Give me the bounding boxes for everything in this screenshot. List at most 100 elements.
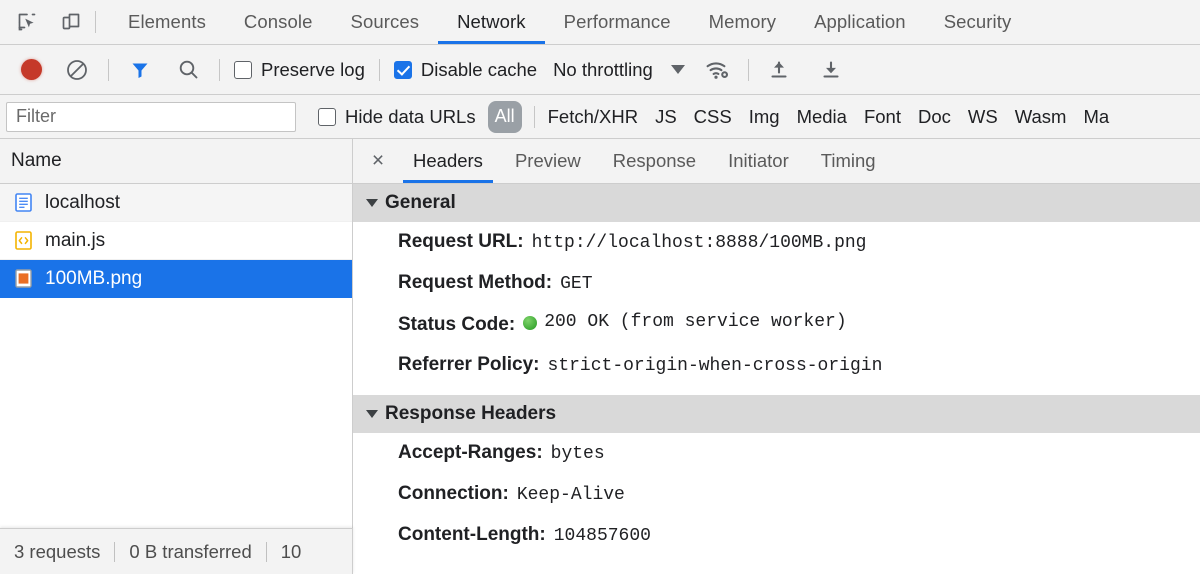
filter-type-fetch-xhr[interactable]: Fetch/XHR <box>547 105 639 127</box>
filter-type-manifest[interactable]: Ma <box>1083 105 1110 127</box>
filter-type-ws[interactable]: WS <box>967 105 998 127</box>
import-har-icon[interactable] <box>762 54 796 86</box>
filter-type-font[interactable]: Font <box>863 105 901 127</box>
section-header-general[interactable]: General <box>353 184 1200 222</box>
request-row-localhost[interactable]: localhost <box>0 184 352 222</box>
header-row-referrer-policy: Referrer Policy: strict-origin-when-cros… <box>353 345 1200 386</box>
status-transferred: 0 B transferred <box>129 540 252 562</box>
tab-headers-label: Headers <box>413 150 483 171</box>
header-row-content-length: Content-Length: 104857600 <box>353 515 1200 556</box>
filter-funnel-icon[interactable] <box>123 54 157 86</box>
tab-headers[interactable]: Headers <box>397 139 499 183</box>
request-row-main-js[interactable]: main.js <box>0 222 352 260</box>
header-value: strict-origin-when-cross-origin <box>547 355 883 376</box>
request-list-pane: Name localhost <box>0 139 353 574</box>
clear-button[interactable] <box>60 54 94 86</box>
netbar-divider-2 <box>219 58 220 81</box>
tab-memory[interactable]: Memory <box>690 0 795 44</box>
status-divider-1 <box>114 541 116 562</box>
filter-type-css[interactable]: CSS <box>693 105 732 127</box>
column-header-name[interactable]: Name <box>0 139 352 184</box>
header-value: bytes <box>550 444 605 465</box>
tab-preview[interactable]: Preview <box>499 139 597 183</box>
tab-security[interactable]: Security <box>925 0 1031 44</box>
export-har-icon[interactable] <box>814 54 848 86</box>
header-row-accept-ranges: Accept-Ranges: bytes <box>353 433 1200 474</box>
document-icon <box>14 193 33 212</box>
filter-type-img[interactable]: Img <box>748 105 780 127</box>
tab-console[interactable]: Console <box>225 0 332 44</box>
header-value: 200 OK (from service worker) <box>544 312 847 333</box>
tab-security-label: Security <box>943 11 1012 32</box>
tab-response-label: Response <box>612 150 697 171</box>
request-row-100mb-png[interactable]: 100MB.png <box>0 260 352 298</box>
tab-console-label: Console <box>243 11 313 32</box>
hide-data-urls-box-icon <box>318 107 336 126</box>
filter-type-doc[interactable]: Doc <box>917 105 951 127</box>
network-conditions-icon[interactable] <box>701 54 735 86</box>
preserve-log-label: Preserve log <box>261 58 365 80</box>
headers-content: General Request URL: http://localhost:88… <box>353 184 1200 574</box>
section-header-response-headers[interactable]: Response Headers <box>353 395 1200 434</box>
tab-elements-label: Elements <box>128 11 206 32</box>
request-name-label: main.js <box>45 229 106 251</box>
header-key: Status Code: <box>398 313 516 335</box>
tab-timing[interactable]: Timing <box>805 139 892 183</box>
throttling-dropdown[interactable]: No throttling <box>553 58 653 80</box>
filter-type-wasm[interactable]: Wasm <box>1014 105 1067 127</box>
record-dot-icon <box>20 59 42 80</box>
triangle-down-icon <box>366 410 378 419</box>
clear-icon <box>67 59 87 80</box>
filter-type-all[interactable]: All <box>487 100 522 133</box>
tab-memory-label: Memory <box>708 11 777 32</box>
resource-type-filters: Fetch/XHR JS CSS Img Media Font Doc WS W… <box>548 106 1110 128</box>
netbar-divider-1 <box>108 58 109 81</box>
device-toolbar-icon[interactable] <box>54 6 88 38</box>
filter-type-media[interactable]: Media <box>796 105 847 127</box>
tab-sources-label: Sources <box>350 11 420 32</box>
header-row-request-method: Request Method: GET <box>353 263 1200 304</box>
tab-application-label: Application <box>814 11 906 32</box>
tab-initiator[interactable]: Initiator <box>712 139 805 183</box>
status-value-wrap: 200 OK (from service worker) <box>523 312 847 333</box>
chevron-down-icon[interactable] <box>670 65 685 74</box>
tab-response[interactable]: Response <box>597 139 712 183</box>
tab-network[interactable]: Network <box>438 0 545 44</box>
filter-type-js[interactable]: JS <box>655 105 677 127</box>
network-filter-bar: Hide data URLs All Fetch/XHR JS CSS Img … <box>0 95 1200 139</box>
preserve-log-box-icon <box>234 60 252 79</box>
inspect-element-icon[interactable] <box>10 6 44 38</box>
header-value: Keep-Alive <box>516 484 625 505</box>
tabbar-divider <box>95 11 96 33</box>
detail-tabbar: × Headers Preview Response Initiator Tim… <box>353 139 1200 184</box>
image-icon <box>14 269 33 288</box>
hide-data-urls-checkbox[interactable]: Hide data URLs <box>318 106 476 128</box>
status-resources: 10 <box>280 540 302 562</box>
request-list: localhost main.js <box>0 184 352 574</box>
header-row-status-code: Status Code: 200 OK (from service worker… <box>353 303 1200 344</box>
tab-performance[interactable]: Performance <box>545 0 690 44</box>
devtools-panel-tabs: Elements Console Sources Network Perform… <box>109 0 1030 44</box>
netbar-divider-4 <box>747 58 749 81</box>
tab-initiator-label: Initiator <box>728 150 789 171</box>
header-key: Request URL: <box>398 231 524 252</box>
devtools-main-tabbar: Elements Console Sources Network Perform… <box>0 0 1200 45</box>
header-key: Referrer Policy: <box>398 353 540 375</box>
request-name-label: localhost <box>45 191 120 213</box>
network-status-bar: 3 requests 0 B transferred 10 <box>0 528 353 574</box>
filter-input[interactable] <box>6 101 296 132</box>
script-icon <box>14 231 33 250</box>
record-button[interactable] <box>14 54 48 86</box>
tab-elements[interactable]: Elements <box>109 0 225 44</box>
preserve-log-checkbox[interactable]: Preserve log <box>234 59 365 81</box>
tab-sources[interactable]: Sources <box>332 0 439 44</box>
hide-data-urls-label: Hide data URLs <box>345 105 476 127</box>
close-icon[interactable]: × <box>371 149 385 172</box>
tab-application[interactable]: Application <box>795 0 925 44</box>
search-icon[interactable] <box>171 54 205 86</box>
triangle-down-icon <box>366 199 378 207</box>
section-title: General <box>385 192 456 213</box>
disable-cache-checkbox[interactable]: Disable cache <box>393 59 537 81</box>
tab-preview-label: Preview <box>514 150 581 171</box>
